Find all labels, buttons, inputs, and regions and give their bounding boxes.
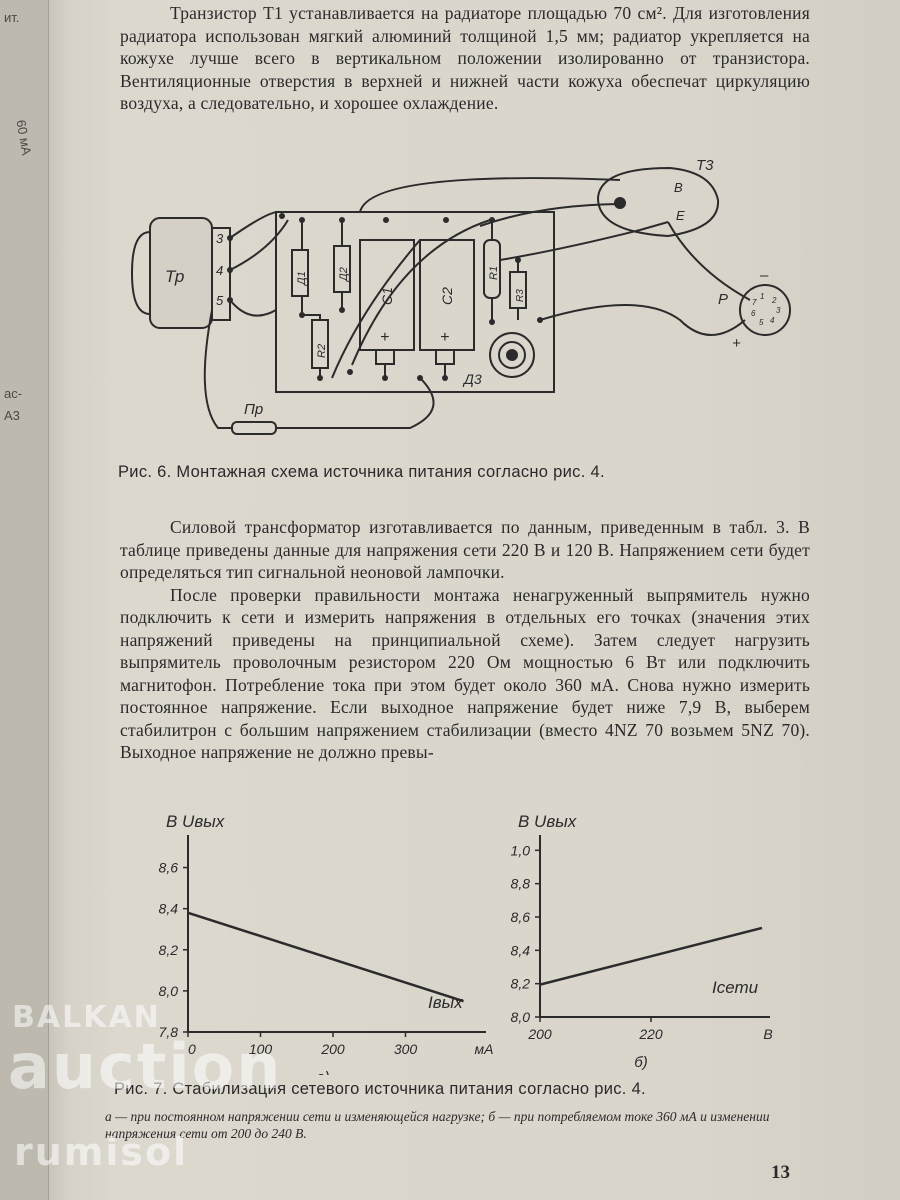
transistor-label: Т3 [696,157,714,174]
y-tick-label: 8,2 [159,942,179,958]
y-tick-label: 8,2 [511,976,531,992]
wiring-schematic: Тр 3 4 5 Пр Д1 Д2 R2 C1 C2 + + R1 R3 Д3 … [130,157,791,435]
x-tick-label: 300 [394,1041,418,1057]
y-tick-label: 1,0 [511,842,531,858]
watermark-brand: BALKAN [12,1000,161,1035]
capacitor-c1-label: C1 [379,287,395,305]
output-connector [739,284,791,336]
diode-d1-label: Д1 [296,271,308,287]
x-axis-label: Iсети [712,978,759,997]
x-tick-label: 220 [638,1026,663,1042]
pin-label: 4 [216,263,223,278]
capacitor-c2-label: C2 [439,287,455,305]
circuit-board [275,211,555,393]
y-tick-label: 8,6 [159,860,179,876]
connector-pin: 7 [752,298,757,307]
x-tick-label: 100 [249,1041,273,1057]
y-tick-label: 8,4 [511,942,531,958]
y-axis-label: В Uвых [166,812,225,831]
connector-pin: 1 [760,292,764,301]
figure6-caption: Рис. 6. Монтажная схема источника питани… [118,463,605,481]
resistor-r1-label: R1 [488,266,500,280]
zener-label: Д3 [462,371,482,387]
connector-pin: 6 [751,309,756,318]
margin-fragment: ас- [4,386,23,401]
transistor-pin-label: B [674,180,683,195]
fuse-body [231,421,277,435]
y-tick-label: 8,6 [511,909,531,925]
y-tick-label: 8,8 [511,876,531,892]
plus-sign: + [440,329,449,346]
figure7-caption: Рис. 7. Стабилизация сетевого источника … [114,1080,646,1098]
connector-pin: 4 [770,316,775,325]
y-axis-label: В Uвых [518,812,577,831]
previous-page-edge: ит. 60 мА ас- А3 [0,0,49,1200]
figure7-note: а — при постоянном напряжении сети и изм… [105,1109,770,1141]
margin-fragment: ит. [4,10,20,25]
y-tick-label: 8,0 [511,1009,531,1025]
plus-sign: + [380,329,389,346]
x-tick-label: 200 [527,1026,552,1042]
connector-pin: 3 [776,306,781,315]
zener-d3 [489,332,535,378]
chart-panel-label: б) [634,1054,647,1071]
page-number: 13 [771,1162,790,1183]
watermark-brand: rumisol [14,1130,189,1174]
y-tick-label: 8,4 [159,901,179,917]
margin-fragment: А3 [4,408,20,423]
chart-panel-label: а) [316,1069,329,1075]
minus-sign: – [759,267,769,284]
y-tick-label: 8,0 [159,983,179,999]
pin-label: 3 [216,231,224,246]
x-tick-label: 0 [188,1041,196,1057]
series-line [187,911,464,1003]
x-unit-label: В [763,1026,772,1042]
connector-label: Р [718,291,728,308]
body-text: Силовой трансформатор изготавливается по… [120,517,810,762]
pin-label: 5 [216,293,224,308]
plus-sign: + [732,335,741,352]
transformer-body [149,217,213,329]
resistor-r3-label: R3 [515,289,526,302]
top-paragraph: Транзистор Т1 устанавливается на радиато… [120,3,810,113]
diode-d1-body [291,249,309,297]
connector-pin: 2 [771,296,777,305]
transformer-label: Тр [165,267,184,286]
connector-pin: 5 [759,318,764,327]
resistor-r2-label: R2 [316,344,328,358]
series-line [539,926,763,986]
x-tick-label: 200 [320,1041,345,1057]
y-tick-label: 7,8 [159,1024,179,1040]
fuse-label: Пр [244,401,263,418]
watermark-brand: auction [8,1030,283,1103]
transistor-pin-label: E [676,208,685,223]
x-unit-label: мА [475,1041,494,1057]
diode-d2-label: Д2 [338,267,350,283]
margin-fragment: 60 мА [13,118,35,157]
